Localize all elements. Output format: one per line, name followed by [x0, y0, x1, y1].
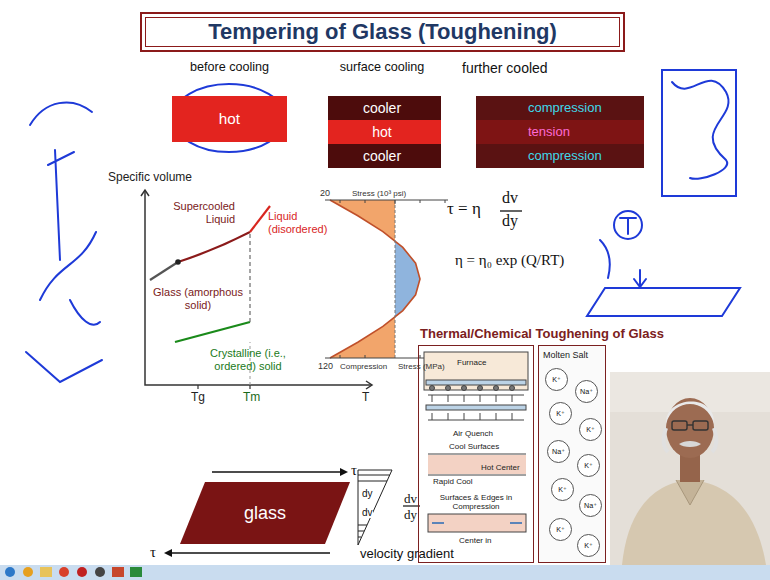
curve-label: Glass (amorphous solid)	[150, 286, 246, 312]
slab-shape	[180, 482, 350, 544]
ion-circle: K⁺	[545, 368, 568, 391]
layer-band: compression	[476, 144, 644, 168]
layer-label: cooler	[328, 144, 436, 168]
hot-block: hot	[172, 96, 287, 142]
pen-annotation	[26, 70, 740, 382]
ion-circle: Na⁺	[547, 440, 570, 463]
stage-heading: surface cooling	[326, 60, 438, 74]
step-label: Furnace	[457, 358, 486, 367]
ion-circle: K⁺	[577, 534, 600, 557]
layer-band: cooler	[328, 144, 441, 168]
fraction-bar	[500, 210, 522, 211]
equation-text: dy	[404, 507, 417, 523]
ion-label: Na⁺	[576, 381, 597, 402]
cooling-stage: before cooling hot	[172, 60, 287, 144]
stress-symbol: τ	[351, 462, 357, 479]
step-label: Surfaces & Edges in Compression	[431, 493, 521, 511]
ion-label: Na⁺	[548, 441, 569, 462]
process-panel: FurnaceAir QuenchCool SurfacesHot Center…	[418, 345, 534, 563]
stage-heading: further cooled	[462, 60, 548, 76]
section-heading: Thermal/Chemical Toughening of Glass	[420, 326, 664, 341]
layer-band: tension	[476, 120, 644, 144]
ion-circle: K⁺	[577, 454, 600, 477]
ion-label: K⁺	[550, 403, 571, 424]
ion-circle: K⁺	[551, 478, 574, 501]
slide-title: Tempering of Glass (Toughening)	[140, 12, 625, 52]
axis-title: T	[362, 390, 369, 404]
layer-band: cooler	[328, 96, 441, 120]
taskbar	[0, 565, 770, 580]
bath-label: Molten Salt	[543, 350, 588, 360]
layer-band: compression	[476, 96, 644, 120]
layer-label: compression	[528, 144, 602, 168]
equation-text: dv	[502, 189, 518, 207]
layer-label: tension	[528, 120, 570, 144]
step-label: Center in	[459, 536, 491, 545]
toughening-sketch	[424, 352, 528, 532]
equation-text: τ = η	[447, 199, 481, 219]
ion-label: K⁺	[550, 519, 571, 540]
layer-band: hot	[328, 120, 441, 144]
scale-title: Stress (10³ psi)	[352, 189, 406, 198]
ion-label: K⁺	[546, 369, 567, 390]
ion-circle: K⁺	[549, 518, 572, 541]
layer-label: hot	[328, 120, 436, 144]
glass-slab: glass	[180, 482, 350, 544]
ion-label: Na⁺	[580, 495, 601, 516]
ion-circle: Na⁺	[575, 380, 598, 403]
stress-symbol: τ	[150, 544, 156, 561]
caption-label: velocity gradient	[360, 546, 454, 561]
sketch-label: dy	[362, 488, 373, 499]
equation-text: dv	[404, 491, 417, 507]
axis-tick-label: Tm	[243, 390, 260, 404]
ion-circle: K⁺	[579, 418, 602, 441]
ion-label: K⁺	[578, 455, 599, 476]
slab-label: glass	[180, 482, 350, 544]
ion-label: K⁺	[578, 535, 599, 556]
scale-title: Compression	[340, 362, 387, 371]
cooling-stage: further cooled compressiontensioncompress…	[458, 60, 646, 170]
scale-number: 20	[320, 188, 330, 198]
ion-label: K⁺	[580, 419, 601, 440]
ion-label: K⁺	[552, 479, 573, 500]
salt-bath-panel: Molten SaltK⁺Na⁺K⁺K⁺Na⁺K⁺K⁺Na⁺K⁺K⁺	[538, 345, 606, 563]
curve-label: Crystalline (i.e., ordered) solid	[196, 347, 300, 373]
layer-label: cooler	[328, 96, 436, 120]
velocity-gradient-sketch	[358, 470, 392, 545]
axis-tick-label: Tg	[191, 390, 205, 404]
step-label: Hot Center	[481, 463, 520, 472]
equation-text: dy	[502, 212, 518, 230]
cooling-stage: surface cooling coolerhotcooler	[326, 60, 438, 170]
axis-title: Specific volume	[108, 170, 192, 184]
stage-heading: before cooling	[172, 60, 287, 74]
scale-title: Stress (MPa)	[398, 362, 445, 371]
volume-graph	[141, 190, 372, 389]
step-label: Rapid Cool	[433, 477, 473, 486]
ion-circle: K⁺	[549, 402, 572, 425]
layer-label: compression	[528, 96, 602, 120]
lecturer-video	[610, 372, 770, 565]
scale-number: 120	[318, 361, 333, 371]
curve-label: Supercooled Liquid	[163, 200, 235, 226]
step-label: Air Quench	[453, 429, 493, 438]
curve-label: Liquid (disordered)	[268, 210, 330, 236]
sketch-label: dv	[362, 507, 373, 518]
equation-text: η = η₀ exp (Q/RT)	[455, 252, 564, 269]
ion-circle: Na⁺	[579, 494, 602, 517]
step-label: Cool Surfaces	[449, 442, 499, 451]
